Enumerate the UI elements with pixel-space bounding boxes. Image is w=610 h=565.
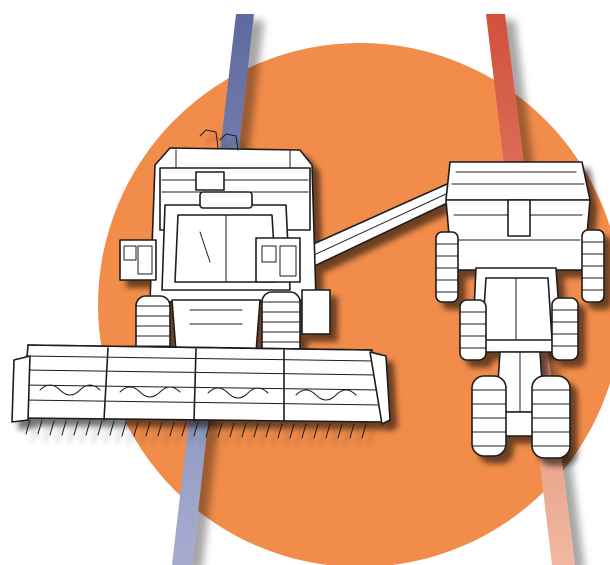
- tractor-with-grain-cart: [435, 161, 605, 459]
- grain-cart: [435, 161, 605, 303]
- combine-harvester: [11, 129, 471, 439]
- combine-right-wheel: [261, 291, 301, 359]
- combine-header: [11, 344, 391, 439]
- tractor: [459, 267, 579, 459]
